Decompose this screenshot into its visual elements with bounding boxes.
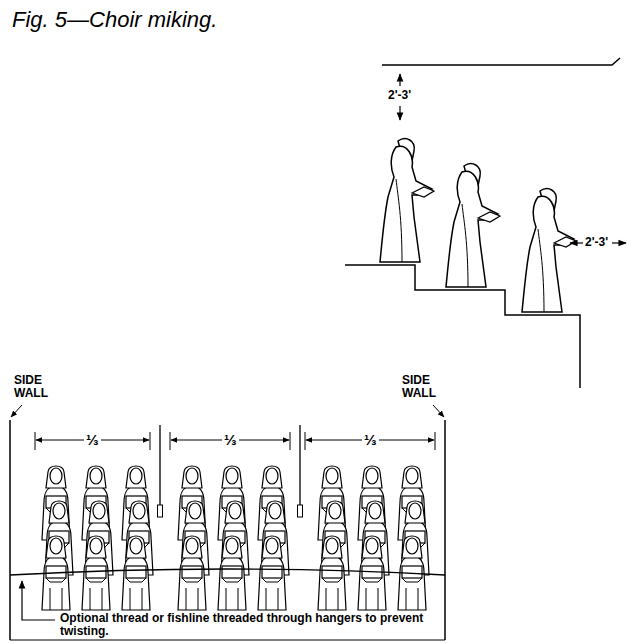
- mic-cable: [299, 425, 300, 505]
- mic-cable: [159, 425, 160, 505]
- choir-singer: [358, 536, 386, 610]
- figure-title: Fig. 5—Choir miking.: [12, 8, 217, 32]
- wall-label: SIDE WALL: [400, 374, 444, 400]
- note: Optional thread or fishline threaded thr…: [58, 612, 447, 638]
- choir-singer: [258, 536, 286, 610]
- microphone: [298, 505, 303, 517]
- microphone: [158, 505, 163, 517]
- fraction-label: ⅓: [84, 432, 101, 449]
- choir-singer: [122, 536, 150, 610]
- fraction-label: ⅓: [222, 432, 239, 449]
- choir-singer: [82, 536, 110, 610]
- choir-singer: [218, 536, 246, 610]
- choir-singer: [318, 536, 346, 610]
- dimension-label: 2'-3': [583, 236, 610, 249]
- wall-label: SIDE WALL: [12, 374, 56, 400]
- fraction-label: ⅓: [362, 432, 379, 449]
- dimension-label: 2'-3': [386, 89, 413, 102]
- choir-singer: [178, 536, 206, 610]
